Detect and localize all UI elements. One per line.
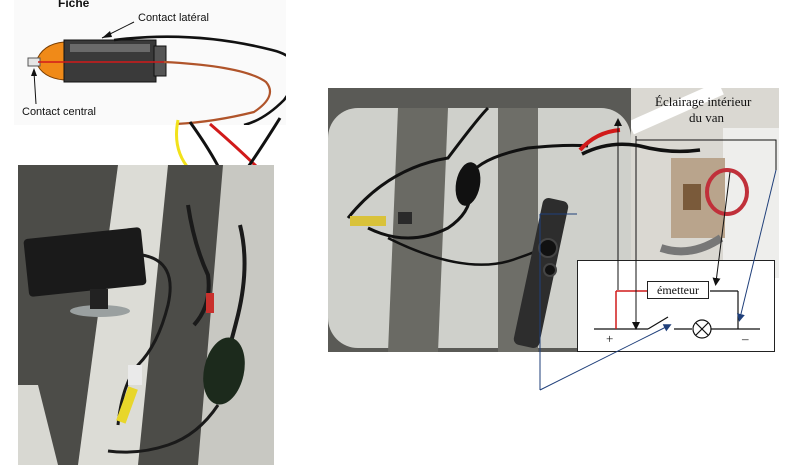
label-contact-lateral: Contact latéral (138, 12, 209, 24)
interior-light-photo: Éclairage intérieur du van (631, 88, 779, 278)
circuit-schematic: + – (577, 260, 775, 352)
plus-label: + (606, 331, 614, 346)
emitter-label: émetteur (647, 281, 709, 299)
receiver-kit-photo (18, 165, 274, 465)
diagram-heading: Fiche (58, 0, 90, 10)
light-caption-line2: du van (689, 110, 725, 125)
light-caption-line1: Éclairage intérieur (655, 94, 752, 109)
label-contact-central: Contact central (22, 106, 96, 118)
receiver-kit-drawing (18, 165, 274, 465)
fixture-wires (578, 128, 701, 156)
interior-light-drawing (631, 88, 779, 278)
minus-label: – (742, 331, 749, 346)
